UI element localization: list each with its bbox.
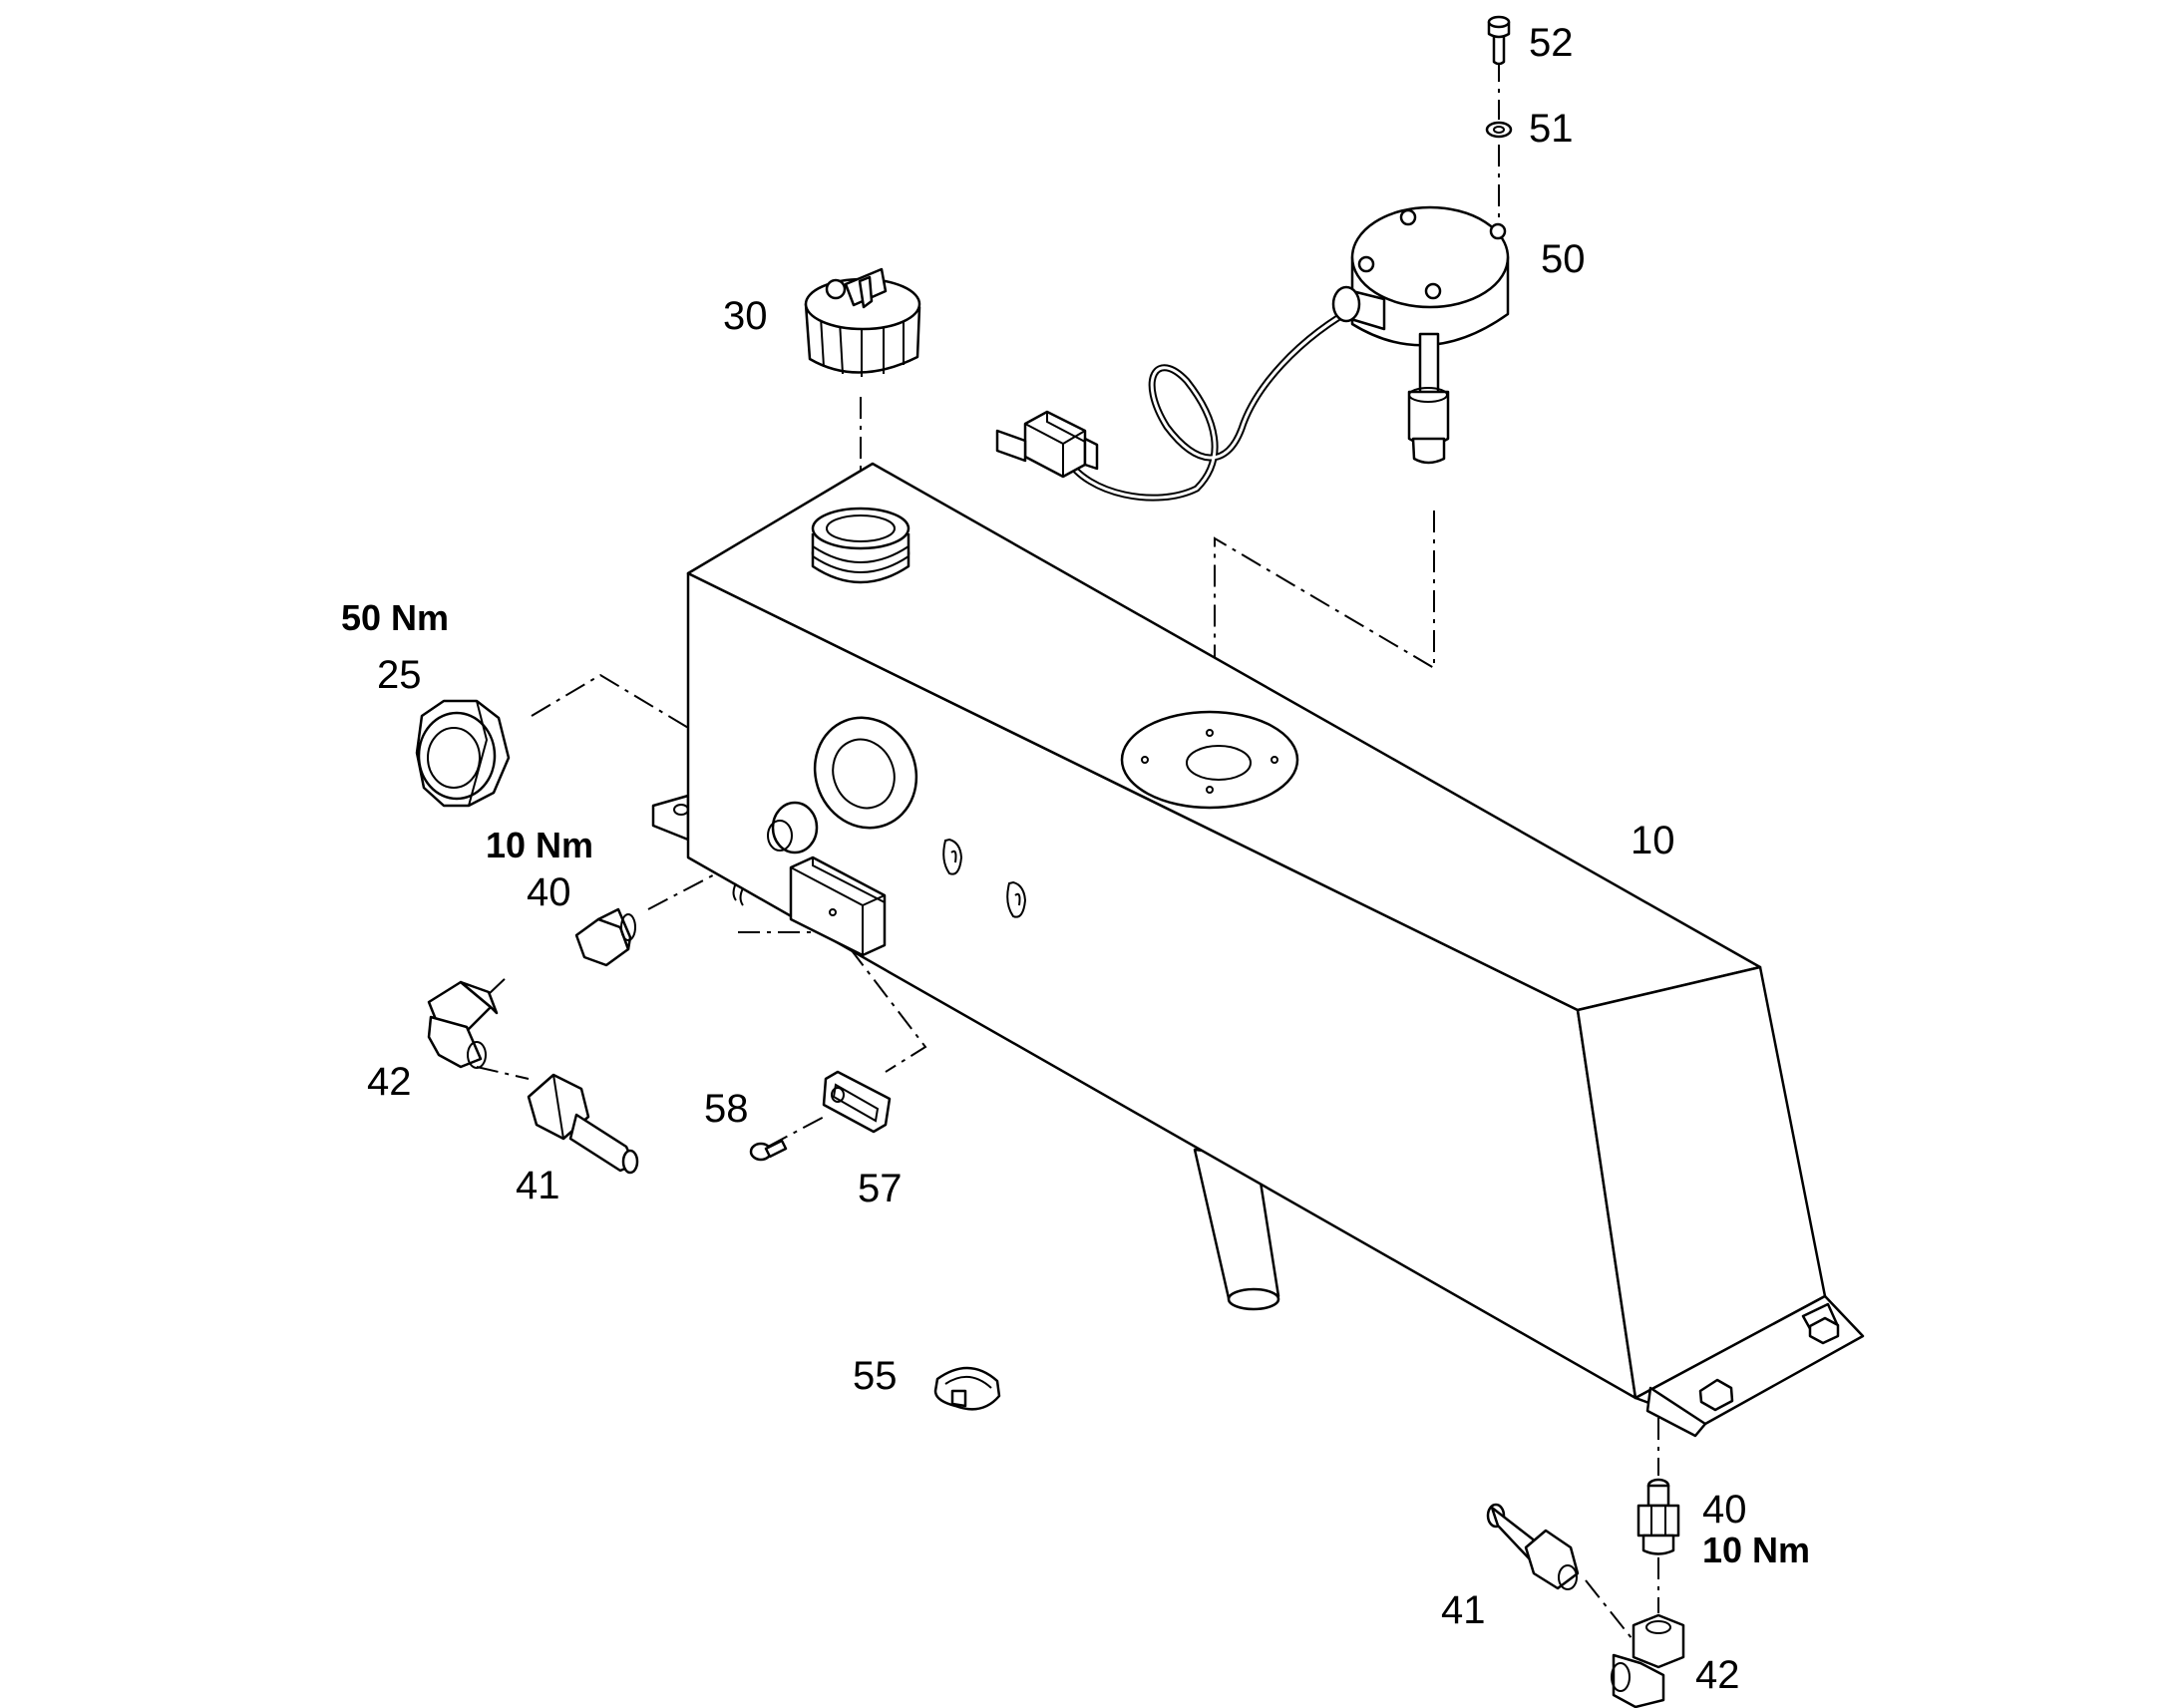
label-part-52: 52	[1529, 21, 1574, 65]
washer-51	[1485, 121, 1513, 139]
elbow-42-right	[1611, 1613, 1685, 1708]
label-part-50: 50	[1541, 237, 1586, 281]
label-part-42-right: 42	[1695, 1653, 1740, 1697]
torque-label-40-left: 10 Nm	[486, 825, 593, 865]
connector-41-left	[527, 1073, 639, 1175]
torque-label-40-right: 10 Nm	[1702, 1530, 1810, 1570]
screw-58	[749, 1139, 788, 1162]
label-part-41-left: 41	[516, 1164, 560, 1207]
clip-57	[822, 1070, 892, 1134]
label-part-57: 57	[858, 1167, 903, 1210]
label-part-30: 30	[723, 294, 768, 338]
connector-41-right	[1486, 1503, 1580, 1590]
clamp-55	[933, 1366, 1001, 1411]
leader-50-flange	[1214, 511, 1435, 708]
label-part-58: 58	[704, 1087, 749, 1131]
fitting-40-right	[1636, 1478, 1680, 1555]
leader-41b-42b	[1585, 1579, 1636, 1644]
label-part-10: 10	[1631, 819, 1675, 862]
level-sender	[995, 205, 1510, 502]
elbow-42-left	[427, 980, 499, 1069]
filler-cap	[804, 267, 921, 377]
part-labels: 52 51 50 30 25 10 40 42 41 58 57 55 40 4…	[367, 21, 1747, 1697]
leader-57-bracket	[738, 931, 927, 1073]
label-part-42-left: 42	[367, 1060, 412, 1104]
leader-42-40	[488, 974, 510, 995]
plug-25	[415, 699, 511, 808]
tank-body	[651, 462, 1865, 1438]
screw-52	[1487, 15, 1511, 66]
label-part-55: 55	[853, 1354, 898, 1398]
label-part-40-left: 40	[527, 870, 571, 914]
torque-labels: 50 Nm 10 Nm 10 Nm	[341, 597, 1810, 1570]
label-part-41-right: 41	[1441, 1588, 1486, 1632]
drain-pipe	[1193, 1148, 1280, 1311]
leader-42-41	[476, 1066, 530, 1080]
torque-label-25: 50 Nm	[341, 597, 449, 638]
label-part-40-right: 40	[1702, 1488, 1747, 1532]
label-part-25: 25	[377, 653, 422, 697]
fitting-40-left	[574, 907, 636, 967]
leader-25-port	[531, 673, 789, 789]
label-part-51: 51	[1529, 107, 1574, 151]
